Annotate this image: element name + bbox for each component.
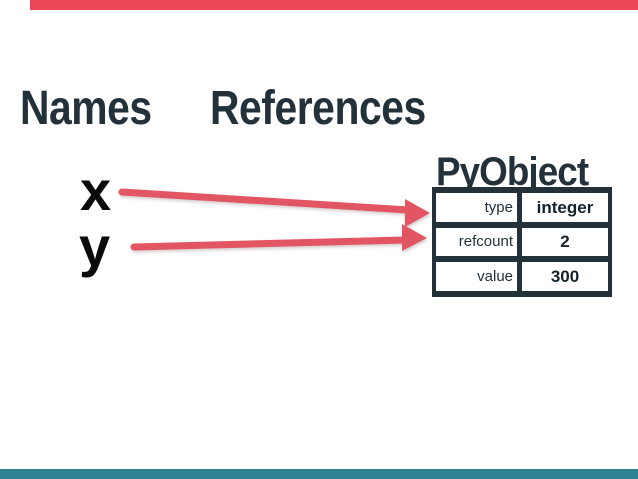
field-value-type: integer: [522, 193, 608, 222]
pyobject-title: PyObject: [436, 150, 589, 194]
field-value-value: 300: [522, 262, 608, 291]
names-heading: Names: [20, 82, 152, 135]
field-value-refcount: 2: [522, 227, 608, 257]
arrow-x-to-pyobject: [118, 188, 430, 227]
arrow-y-shaft: [130, 236, 409, 251]
arrow-x-head: [405, 199, 430, 227]
name-label-y: y: [79, 215, 111, 278]
pyobject-table: type integer refcount 2 value 300: [432, 187, 612, 297]
references-heading: References: [210, 82, 426, 135]
bottom-accent-bar: [0, 469, 638, 479]
arrow-y-to-pyobject: [130, 224, 427, 251]
field-label-value: value: [436, 262, 517, 291]
arrow-x-shaft: [118, 188, 412, 214]
field-label-type: type: [436, 193, 517, 222]
name-label-x: x: [80, 159, 112, 222]
top-accent-bar: [30, 0, 638, 10]
field-label-refcount: refcount: [436, 227, 517, 257]
arrow-y-head: [402, 224, 427, 251]
